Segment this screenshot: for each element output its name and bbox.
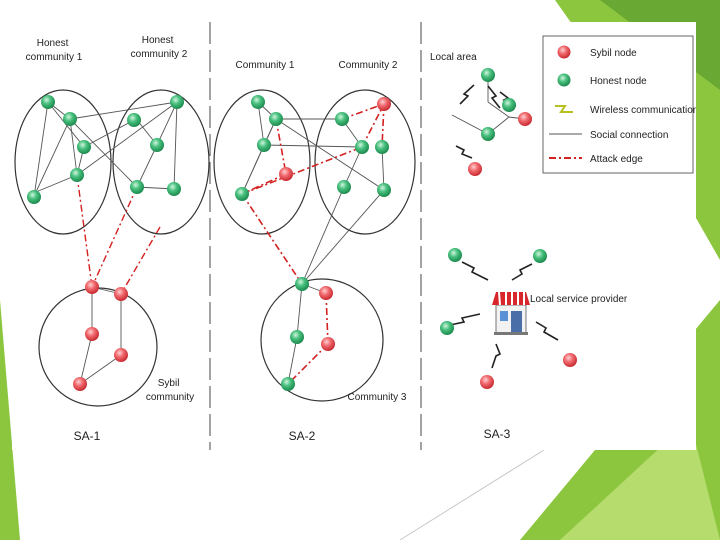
legend-item-sybil: Sybil node [557, 45, 637, 59]
sa2-sybil-node [321, 337, 335, 351]
sa1-sybil-node [85, 280, 99, 294]
sa1-sybil-node [114, 287, 128, 301]
sa1-honest-node [41, 95, 55, 109]
sa3-honest-node [533, 249, 547, 263]
legend-label: Social connection [590, 130, 668, 141]
sa2-honest-node [235, 187, 249, 201]
sa1-honest-node [63, 112, 77, 126]
sa2-honest-node [355, 140, 369, 154]
sa2-community-3 [260, 278, 384, 402]
sa3-honest-node [440, 321, 454, 335]
sa3-sybil-node [480, 375, 494, 389]
sa2-sybil-node [377, 97, 391, 111]
sa2-community-1 [213, 89, 311, 235]
sa2-community-2 [314, 89, 416, 235]
sa2-honest-node [290, 330, 304, 344]
sa3-local-area-label: Local area [430, 52, 477, 63]
sa1-honest-community-2 [112, 89, 210, 235]
legend-item-wireless: Wireless communications [555, 105, 696, 116]
sa1-honest-node [70, 168, 84, 182]
sa1-honest-community-1 [14, 89, 112, 235]
legend-label: Honest node [590, 76, 647, 87]
sa3-diagram: Local area [430, 52, 628, 441]
sa2-honest-node [377, 183, 391, 197]
sa3-honest-node [448, 248, 462, 262]
sa2-community3-label: Community 3 [348, 392, 407, 403]
sa3-honest-node [481, 127, 495, 141]
sa2-community2-label: Community 2 [339, 60, 398, 71]
sa1-honest-node [27, 190, 41, 204]
sa1-honest-node [150, 138, 164, 152]
store-icon [492, 291, 530, 335]
sa3-sybil-node [518, 112, 532, 126]
sa1-diagram: Honest community 1 Honest community 2 Sy… [14, 35, 210, 443]
sa2-honest-node [375, 140, 389, 154]
legend-label: Sybil node [590, 48, 637, 59]
sa1-sybil-community [38, 287, 158, 407]
sa3-sybil-node [468, 162, 482, 176]
sa3-sybil-node [563, 353, 577, 367]
slide-decoration-bottom-right-light [560, 420, 720, 540]
sa1-honest-node [167, 182, 181, 196]
slide-decoration-left [0, 300, 20, 540]
sa1-honest-node [170, 95, 184, 109]
sybil-node-icon [557, 45, 571, 59]
wireless-icon [555, 105, 573, 113]
sa3-honest-node [502, 98, 516, 112]
legend-label: Wireless communications [590, 105, 696, 116]
sa1-sybil-node [73, 377, 87, 391]
sa2-honest-node [269, 112, 283, 126]
legend-item-social: Social connection [549, 130, 668, 141]
sa1-sybil-node [114, 348, 128, 362]
sa2-honest-node [257, 138, 271, 152]
sa1-sybil-label: Sybil community [146, 378, 194, 403]
sa2-caption: SA-2 [289, 429, 316, 443]
sa2-honest-node [295, 277, 309, 291]
sa1-honest-node [130, 180, 144, 194]
sa1-honest2-label: Honest community 2 [131, 35, 188, 60]
sa2-honest-node [337, 180, 351, 194]
legend-item-honest: Honest node [557, 73, 647, 87]
sa2-honest-node [281, 377, 295, 391]
honest-node-icon [557, 73, 571, 87]
sa1-sybil-node [85, 327, 99, 341]
sa1-caption: SA-1 [74, 429, 101, 443]
sybil-attack-diagram: Honest community 1 Honest community 2 Sy… [14, 22, 696, 450]
sa2-community1-label: Community 1 [236, 60, 295, 71]
sa2-honest-node [251, 95, 265, 109]
sa3-provider-label: Local service provider [530, 294, 628, 305]
sa2-honest-node [335, 112, 349, 126]
sa3-caption: SA-3 [484, 427, 511, 441]
legend-item-attack: Attack edge [549, 154, 643, 165]
legend: Sybil node Honest node Wireless communic… [542, 35, 696, 174]
sa1-honest-node [127, 113, 141, 127]
sa2-sybil-node [319, 286, 333, 300]
sa2-sybil-node [279, 167, 293, 181]
slide-decoration-line [399, 439, 561, 540]
legend-box [542, 35, 694, 174]
sa1-honest1-label: Honest community 1 [26, 38, 83, 63]
sa1-honest-node [77, 140, 91, 154]
sa2-diagram: Community 1 Community 2 Community 3 SA-2 [213, 60, 416, 443]
legend-label: Attack edge [590, 154, 643, 165]
sa3-honest-node [481, 68, 495, 82]
